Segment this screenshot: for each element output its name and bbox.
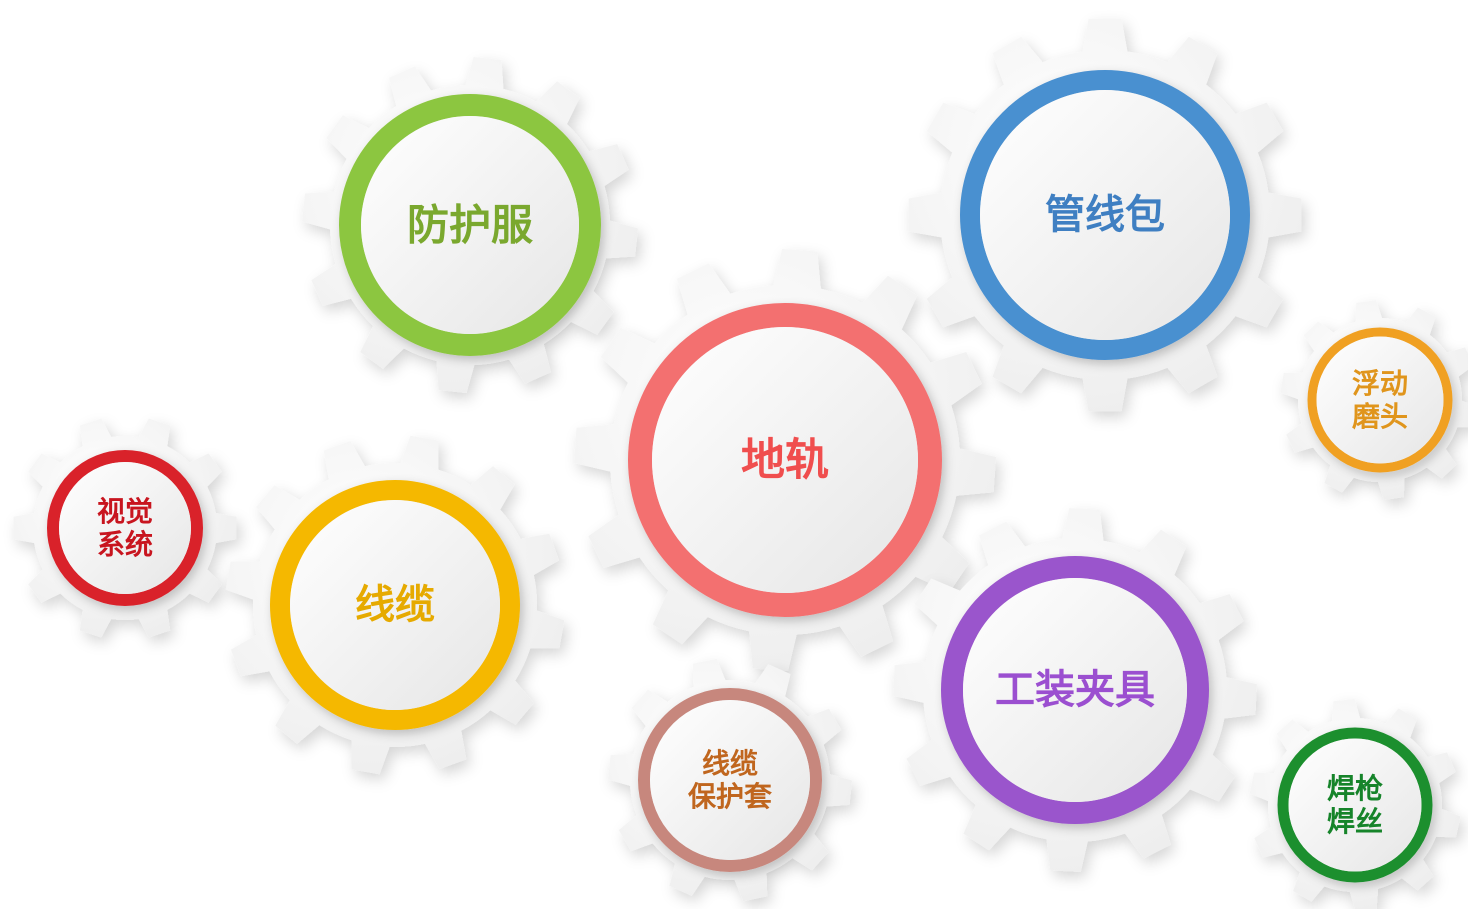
gear-label: 视觉 (97, 495, 153, 528)
gear-cable-package: 管线包 (908, 18, 1302, 412)
gear-label: 防护服 (407, 201, 533, 250)
gear-label: 磨头 (1352, 400, 1408, 433)
gear-cables: 线缆 (225, 435, 565, 775)
gear-label: 保护套 (688, 780, 773, 813)
gear-label: 浮动 (1352, 367, 1408, 400)
gear-label: 焊枪 (1327, 772, 1383, 805)
gear-face (59, 462, 191, 594)
gear-face (361, 116, 579, 334)
gear-protective-suit: 防护服 (302, 57, 638, 393)
gear-label: 线缆 (355, 582, 435, 628)
gear-color-ring (339, 94, 601, 356)
gear-label: 管线包 (1045, 192, 1165, 238)
gear-color-ring (960, 70, 1250, 360)
gear-face (652, 327, 918, 593)
gear-label: 焊丝 (1327, 805, 1383, 838)
gear-face (290, 500, 500, 710)
gear-label: 线缆 (702, 747, 758, 780)
gear-face (1316, 336, 1444, 464)
gear-color-ring (270, 480, 520, 730)
gear-color-ring (1277, 727, 1433, 883)
gear-ground-rail: 地轨 (574, 249, 996, 671)
gear-label: 地轨 (741, 435, 829, 486)
gear-face (963, 578, 1187, 802)
gear-face (650, 700, 810, 860)
gear-color-ring (628, 303, 942, 617)
gear-face (1288, 738, 1422, 872)
gear-label: 系统 (97, 528, 153, 561)
gear-color-ring (1307, 327, 1453, 473)
gear-color-ring (638, 688, 822, 872)
gear-color-ring (47, 450, 203, 606)
gear-label: 工装夹具 (995, 667, 1155, 713)
gear-color-ring (941, 556, 1209, 824)
gear-face (980, 90, 1230, 340)
gear-fixtures: 工装夹具 (893, 508, 1257, 872)
